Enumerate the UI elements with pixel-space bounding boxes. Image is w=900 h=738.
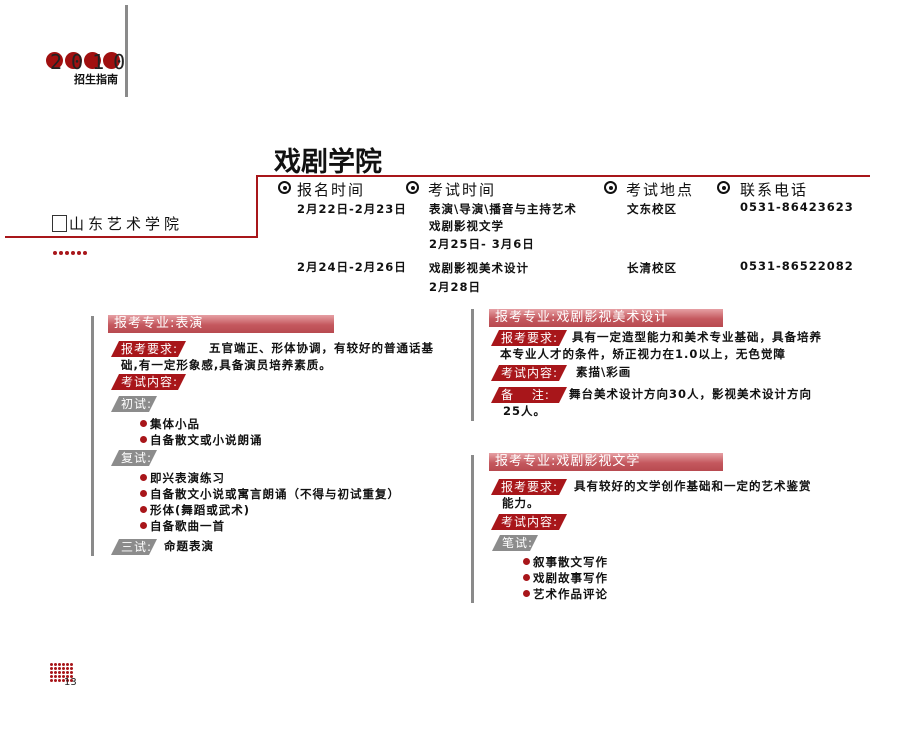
divider-line <box>256 175 870 177</box>
reg-date: 2月22日-2月23日 <box>297 202 407 216</box>
round3-text: 命题表演 <box>164 539 214 553</box>
requirement-text: 具有较好的文学创作基础和一定的艺术鉴赏能力。 <box>502 479 812 510</box>
section-bar <box>471 455 474 603</box>
requirement-tag: 报考要求: <box>491 479 567 495</box>
guide-subtitle: 招生指南 <box>74 73 118 86</box>
round2-tag: 复试: <box>111 450 157 466</box>
phone: 0531-86423623 <box>740 200 854 214</box>
col-header: 报名时间 <box>297 181 366 199</box>
reg-date: 2月24日-2月26日 <box>297 260 407 274</box>
exam-date: 2月25日- 3月6日 <box>429 237 535 251</box>
decor-dots <box>53 240 89 259</box>
list-item: 自备散文小说或寓言朗诵（不得与初试重复） <box>140 486 400 502</box>
page-number-decor <box>50 663 73 682</box>
phone: 0531-86522082 <box>740 259 854 273</box>
col-header: 考试地点 <box>626 181 695 199</box>
written-tag: 笔试: <box>492 535 538 551</box>
divider-line <box>5 236 258 238</box>
list-item: 自备歌曲一首 <box>140 518 225 534</box>
header-divider <box>125 5 128 97</box>
major: 表演\导演\播音与主持艺术 <box>429 202 577 216</box>
col-header: 联系电话 <box>740 181 809 199</box>
requirement-tag: 报考要求: <box>111 341 186 357</box>
requirement-text: 具有一定造型能力和美术专业基础，具备培养本专业人才的条件，矫正视力在1.0以上，… <box>500 330 822 361</box>
list-item: 形体(舞蹈或武术) <box>140 502 250 518</box>
section-header: 报考专业:表演 <box>108 315 334 333</box>
content-text: 素描\彩画 <box>576 365 632 379</box>
content-tag: 考试内容: <box>491 365 567 381</box>
round3-tag: 三试: <box>111 539 157 555</box>
page-number: 13 <box>64 677 77 688</box>
exam-place: 长清校区 <box>627 261 677 275</box>
major: 戏剧影视文学 <box>429 219 504 233</box>
section-bar <box>471 309 474 421</box>
col-header: 考试时间 <box>428 181 497 199</box>
target-icon <box>278 181 291 194</box>
requirement-text: 五官端正、形体协调，有较好的普通话基础,有一定形象感,具备演员培养素质。 <box>121 341 434 372</box>
content-tag: 考试内容: <box>491 514 567 530</box>
target-icon <box>717 181 730 194</box>
target-icon <box>406 181 419 194</box>
requirement-tag: 报考要求: <box>491 330 567 346</box>
list-item: 即兴表演练习 <box>140 470 225 486</box>
section-header: 报考专业:戏剧影视美术设计 <box>489 309 723 327</box>
target-icon <box>604 181 617 194</box>
list-item: 集体小品 <box>140 416 200 432</box>
exam-place: 文东校区 <box>627 202 677 216</box>
note-tag: 备 注: <box>491 387 567 403</box>
list-item: 戏剧故事写作 <box>523 570 608 586</box>
note-text: 舞台美术设计方向30人，影视美术设计方向25人。 <box>503 387 813 418</box>
section-bar <box>91 316 94 556</box>
exam-date: 2月28日 <box>429 280 482 294</box>
round1-tag: 初试: <box>111 396 157 412</box>
content-tag: 考试内容: <box>111 374 186 390</box>
school-logo: 山东艺术学院 <box>52 213 183 234</box>
school-name: 山东艺术学院 <box>69 215 184 233</box>
page-title: 戏剧学院 <box>274 147 382 178</box>
section-header: 报考专业:戏剧影视文学 <box>489 453 723 471</box>
list-item: 艺术作品评论 <box>523 586 608 602</box>
divider-line <box>256 175 258 238</box>
major: 戏剧影视美术设计 <box>429 261 529 275</box>
list-item: 叙事散文写作 <box>523 554 608 570</box>
list-item: 自备散文或小说朗诵 <box>140 432 263 448</box>
